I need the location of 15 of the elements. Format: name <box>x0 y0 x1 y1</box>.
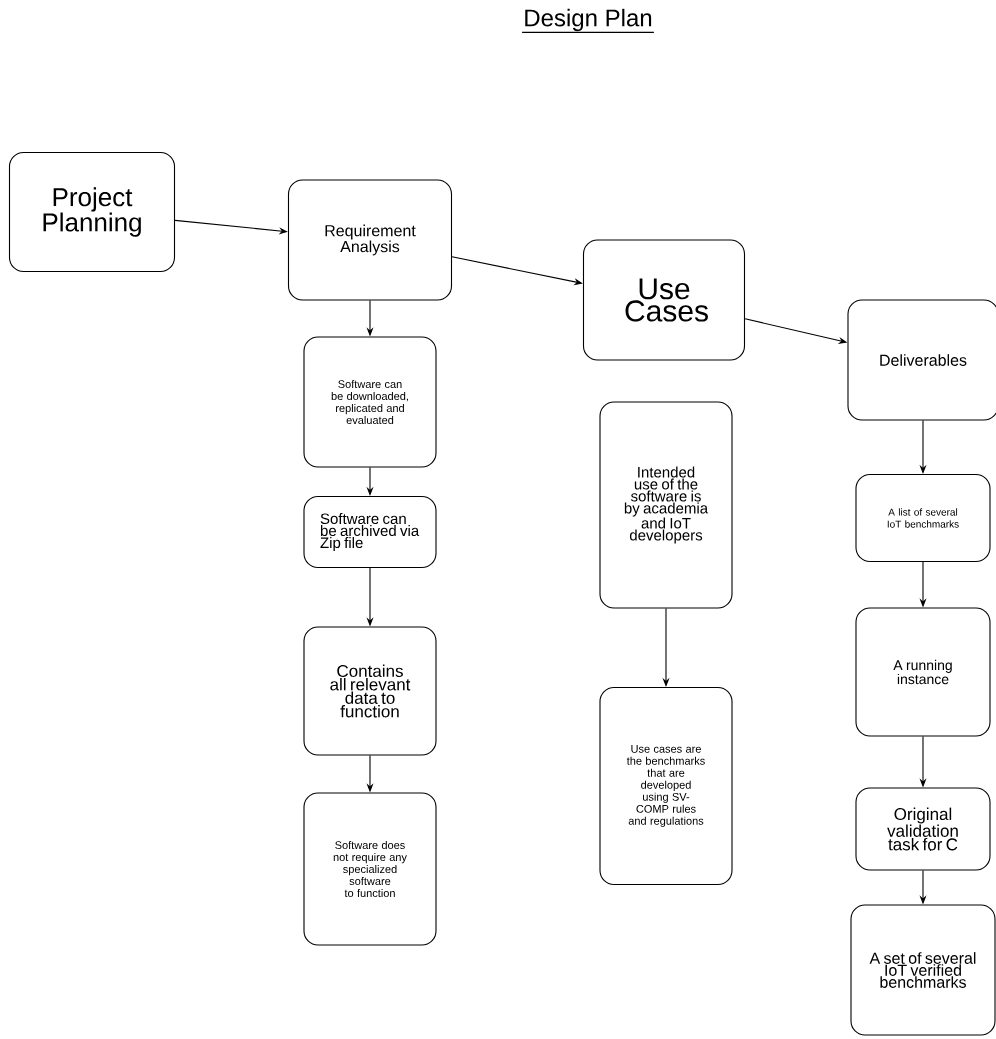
process-box: Use cases are the benchmarks that are developed using SV-COMP rules and regulations <box>599 686 733 886</box>
process-box: A running instance <box>855 607 991 737</box>
process-box: Project Planning <box>8 151 176 273</box>
process-box: Intended use of the software is by academia and IoT developers <box>599 401 733 609</box>
process-box: A list of several IoT benchmarks <box>855 473 991 563</box>
process-box: Use Cases <box>582 239 746 361</box>
process-box: Software can be archived via Zip file <box>303 495 437 569</box>
title: Design Plan <box>521 8 655 33</box>
process-box: A set of several IoT verified benchmarks <box>850 904 996 1036</box>
process-box: Requirement Analysis <box>287 179 453 301</box>
process-box: Deliverables <box>847 299 996 421</box>
process-box: Software does not require any specialized software to function <box>303 792 437 946</box>
process-box: Software can be downloaded, replicated and evaluated <box>303 336 437 468</box>
process-box: Contains all relevant data to function <box>303 626 437 756</box>
process-box: Original validation task for C <box>855 787 991 871</box>
